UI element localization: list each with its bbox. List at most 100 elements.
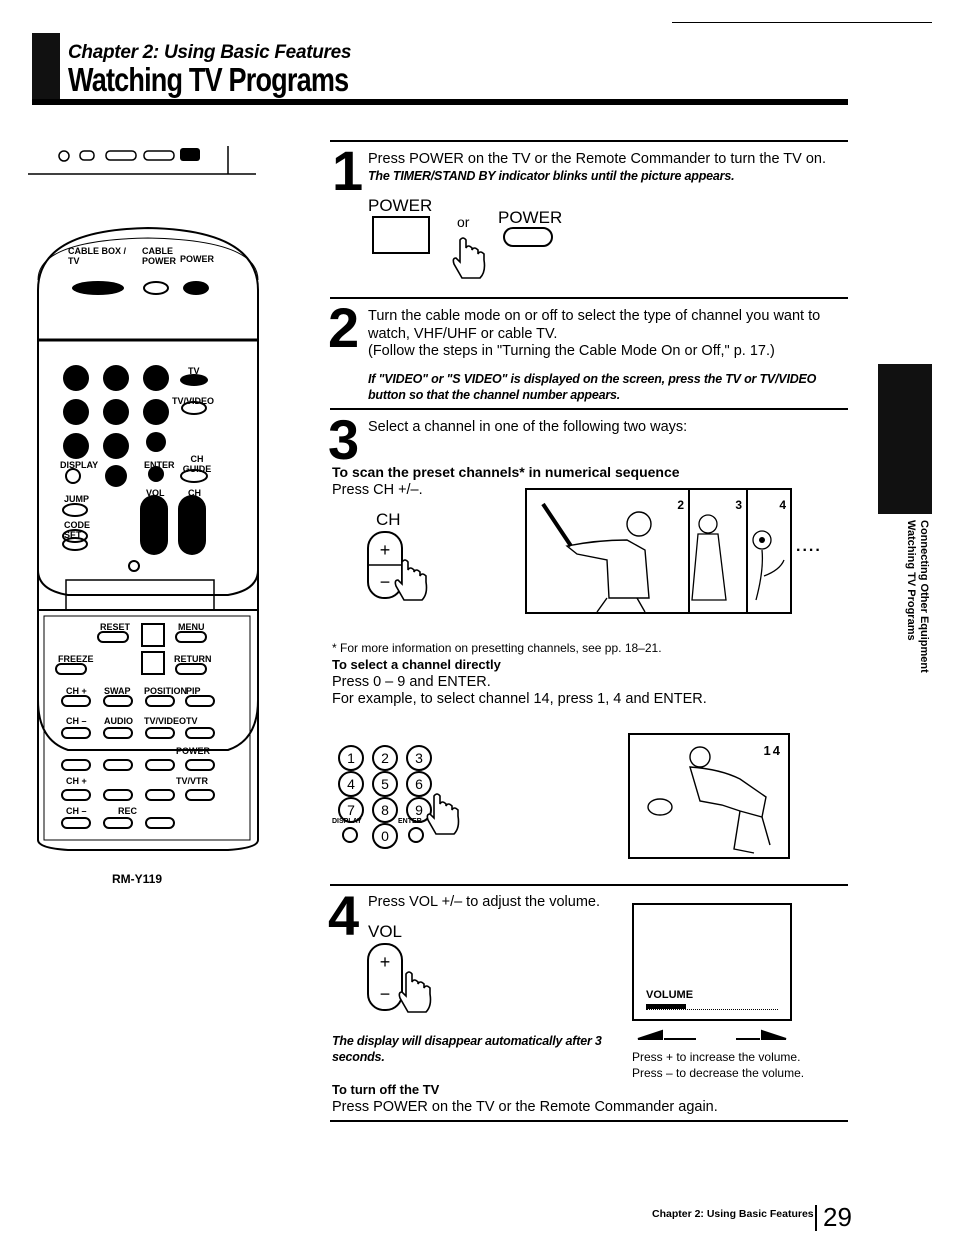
pointing-hand-icon (426, 793, 460, 835)
volume-arrows (637, 1029, 787, 1040)
label-rec: REC (118, 806, 138, 816)
footer-divider (815, 1205, 817, 1231)
label-jump: JUMP (64, 494, 90, 504)
page-number: 29 (823, 1202, 852, 1232)
step3-rule (330, 408, 848, 410)
pointing-hand-icon (398, 971, 432, 1013)
chapter-label: Chapter 2: Using Basic Features (68, 42, 352, 63)
label-vol: VOL (146, 488, 165, 498)
step3-direct-heading: To select a channel directly (332, 657, 501, 672)
step1-rule (330, 140, 848, 142)
key-2[interactable]: 2 (372, 745, 398, 771)
step4-off-text: Press POWER on the TV or the Remote Comm… (332, 1099, 718, 1115)
remote-commander-illustration (28, 146, 259, 851)
step4-off-heading: To turn off the TV (332, 1082, 440, 1097)
label-tv-video-2: TV/VIDEO (144, 716, 187, 726)
key-6[interactable]: 6 (406, 771, 432, 797)
label-pip: PIP (186, 686, 201, 696)
label-code-set: CODE SET (64, 520, 91, 540)
tv-screen-ch2: 2 (525, 488, 690, 614)
key-5[interactable]: 5 (372, 771, 398, 797)
woman-figure-icon (691, 514, 727, 601)
label-ch-minus-2: CH – (66, 806, 87, 816)
remote-model: RM-Y119 (112, 872, 163, 886)
display-key[interactable] (342, 827, 358, 843)
svg-text:−: − (380, 572, 391, 592)
tv-screen-ch3: 3 (686, 488, 748, 614)
step3-text: Select a channel in one of the following… (368, 419, 688, 435)
baseball-batter-icon (541, 502, 652, 612)
key-4[interactable]: 4 (338, 771, 364, 797)
label-position: POSITION (144, 686, 188, 696)
section-tab-label: Connecting Other Equipment Watching TV P… (905, 520, 930, 673)
label-cable-box-tv: CABLE BOX / TV (68, 246, 127, 266)
label-audio: AUDIO (104, 716, 133, 726)
svg-text:+: + (380, 952, 391, 972)
step1-text: Press POWER on the TV or the Remote Comm… (368, 151, 827, 167)
step3-direct-text: Press 0 – 9 and ENTER. (332, 674, 491, 690)
enter-key-label: ENTER (398, 818, 422, 825)
step4-text: Press VOL +/– to adjust the volume. (368, 894, 600, 910)
label-freeze: FREEZE (58, 654, 94, 664)
key-0[interactable]: 0 (372, 823, 398, 849)
step4-note: The display will disappear automatically… (332, 1034, 602, 1064)
label-ch-plus: CH + (66, 686, 87, 696)
step4-number: 4 (328, 884, 359, 947)
step2-text: Turn the cable mode on or off to select … (368, 308, 821, 342)
step3-ch-label: CH (376, 510, 401, 529)
label-ch-minus: CH – (66, 716, 87, 726)
label-tv-2: TV (186, 716, 198, 726)
step3-direct-example: For example, to select channel 14, press… (332, 691, 707, 707)
header-bar (32, 33, 60, 101)
label-ch-plus-2: CH + (66, 776, 87, 786)
key-3[interactable]: 3 (406, 745, 432, 771)
label-display: DISPLAY (60, 460, 99, 470)
key-1[interactable]: 1 (338, 745, 364, 771)
footer-label: Chapter 2: Using Basic Features (652, 1208, 814, 1220)
label-return: RETURN (174, 654, 212, 664)
ch-rocker-button[interactable]: + − (366, 530, 406, 602)
step1-power-label-2: POWER (498, 208, 563, 227)
pointing-hand-icon (394, 559, 428, 601)
step4-minus-text: Press – to decrease the volume. (632, 1066, 805, 1080)
step3-scan-text: Press CH +/–. (332, 482, 423, 498)
more-channels-dots: .... (796, 538, 822, 555)
label-power-2: POWER (176, 746, 211, 756)
vol-rocker-button[interactable]: + − (366, 942, 406, 1014)
flower-icon (752, 530, 785, 601)
label-tv-vtr: TV/VTR (176, 776, 209, 786)
tv-screen-ch4: 4 (744, 488, 792, 614)
volume-osd-label: VOLUME (646, 989, 694, 1001)
enter-key[interactable] (408, 827, 424, 843)
volume-bar (646, 1004, 778, 1010)
label-ch: CH (188, 488, 201, 498)
label-tv: TV (188, 366, 200, 376)
numeric-keypad: 1 2 3 4 5 6 7 8 9 DISPLAY 0 ENTER (332, 745, 448, 849)
bottom-rule (330, 1120, 848, 1122)
tv-power-button[interactable] (372, 216, 430, 254)
label-power: POWER (180, 254, 215, 264)
step4-vol-label: VOL (368, 922, 403, 941)
step3-footnote: * For more information on presetting cha… (332, 641, 662, 655)
key-8[interactable]: 8 (372, 797, 398, 823)
step2-text-2: (Follow the steps in "Turning the Cable … (368, 343, 775, 359)
step2-number: 2 (328, 296, 359, 359)
page-title: Watching TV Programs (68, 61, 349, 98)
step1-number: 1 (332, 139, 363, 202)
step1-note: The TIMER/STAND BY indicator blinks unti… (368, 169, 735, 183)
label-cable-power: CABLE POWER (142, 246, 177, 266)
remote-power-button[interactable] (503, 227, 553, 247)
step4-plus-text: Press + to increase the volume. (632, 1050, 801, 1064)
label-menu: MENU (178, 622, 205, 632)
step1-or: or (457, 214, 470, 230)
pointing-hand-icon (452, 237, 486, 279)
label-tv-video: TV/VIDEO (172, 396, 215, 406)
svg-text:+: + (380, 540, 391, 560)
top-rule (672, 22, 932, 23)
key-7[interactable]: 7 (338, 797, 364, 823)
step3-number: 3 (328, 408, 359, 471)
label-reset: RESET (100, 622, 131, 632)
header-rule (32, 99, 848, 105)
key-9[interactable]: 9 (406, 797, 432, 823)
label-swap: SWAP (104, 686, 131, 696)
